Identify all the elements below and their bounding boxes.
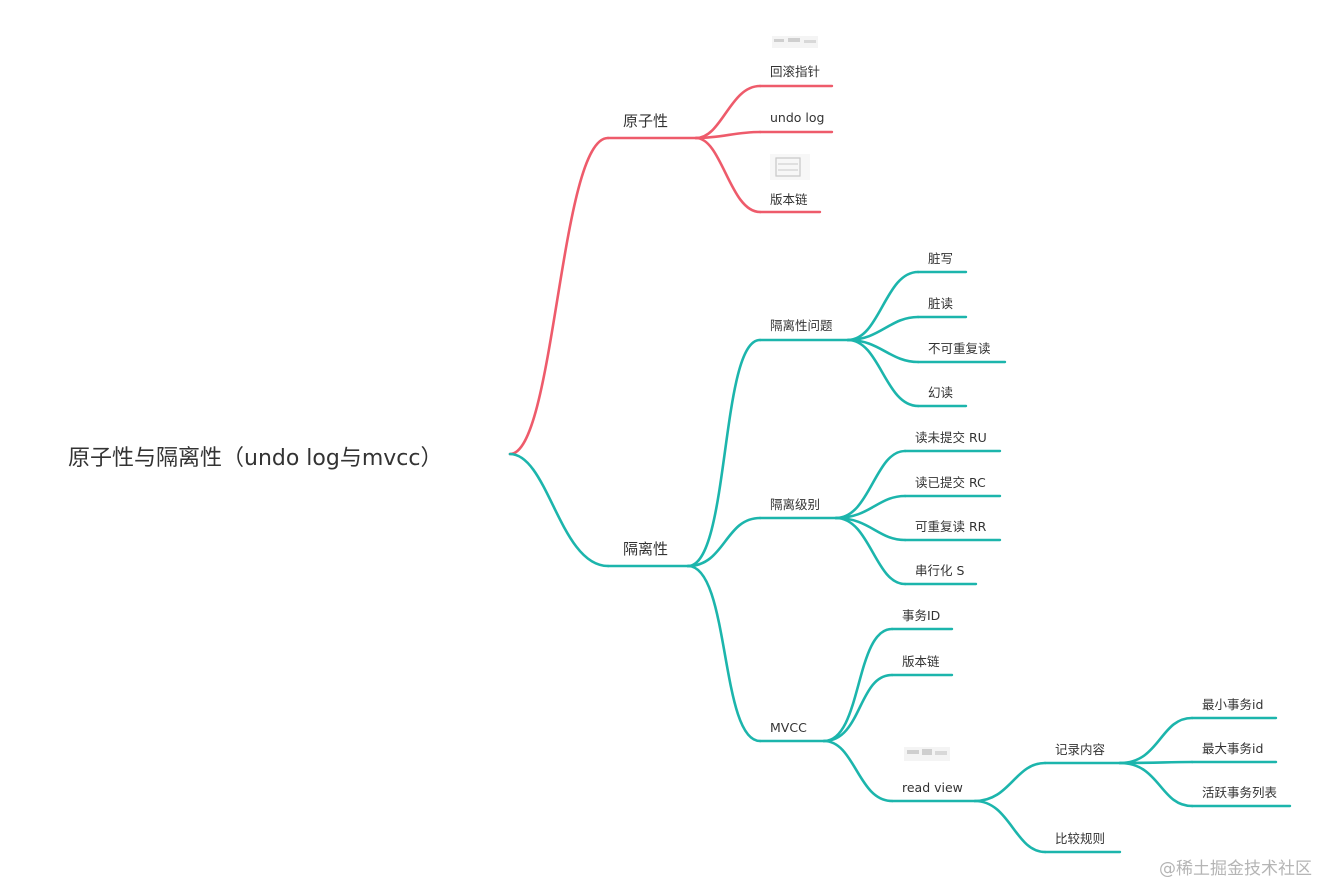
node-min-txid: 最小事务id bbox=[1202, 697, 1263, 712]
node-max-txid: 最大事务id bbox=[1202, 741, 1263, 756]
edge-levels-s bbox=[834, 516, 907, 586]
node-isolation-problems: 隔离性问题 bbox=[770, 318, 833, 333]
root-title: 原子性与隔离性（undo log与mvcc） bbox=[68, 446, 442, 471]
edge-atomicity-versionchain bbox=[694, 136, 762, 214]
node-read-committed: 读已提交 RC bbox=[915, 475, 986, 490]
node-isolation: 隔离性 bbox=[623, 540, 668, 558]
edge-mvcc-readview bbox=[822, 739, 894, 803]
isolation-branch bbox=[508, 270, 1292, 854]
node-read-uncommitted: 读未提交 RU bbox=[915, 430, 987, 445]
edge-atomicity-rollback bbox=[694, 84, 762, 140]
edge-problems-phantom bbox=[846, 338, 920, 408]
edge-mvcc-versionchain bbox=[822, 673, 894, 743]
edge-mvcc-txid bbox=[822, 627, 894, 743]
edge-isolation-problems bbox=[686, 338, 762, 568]
node-version-chain-atomicity: 版本链 bbox=[770, 192, 808, 207]
node-version-chain-mvcc: 版本链 bbox=[902, 654, 940, 669]
node-active-tx-list: 活跃事务列表 bbox=[1202, 785, 1278, 800]
node-transaction-id: 事务ID bbox=[902, 608, 940, 623]
node-compare-rule: 比较规则 bbox=[1055, 831, 1105, 846]
edge-root-isolation bbox=[508, 452, 610, 568]
node-atomicity: 原子性 bbox=[623, 112, 668, 130]
edge-isolation-levels bbox=[686, 516, 762, 568]
node-read-view: read view bbox=[902, 780, 963, 795]
node-record-content: 记录内容 bbox=[1055, 742, 1105, 757]
image-thumb-atomicity-top bbox=[772, 36, 818, 48]
image-thumb-readview bbox=[904, 747, 950, 761]
node-serializable: 串行化 S bbox=[915, 563, 964, 578]
node-mvcc: MVCC bbox=[770, 720, 807, 735]
edge-problems-dirtywrite bbox=[846, 270, 920, 342]
node-non-repeatable-read: 不可重复读 bbox=[928, 341, 991, 356]
edge-record-maxid bbox=[1118, 760, 1194, 765]
edge-root-atomicity bbox=[508, 136, 610, 456]
edge-record-minid bbox=[1118, 716, 1194, 765]
node-repeatable-read: 可重复读 RR bbox=[915, 519, 987, 534]
edge-record-active bbox=[1118, 761, 1194, 808]
edge-levels-ru bbox=[834, 449, 907, 520]
node-isolation-levels: 隔离级别 bbox=[770, 497, 820, 512]
watermark: @稀土掘金技术社区 bbox=[1159, 859, 1312, 879]
node-phantom-read: 幻读 bbox=[928, 385, 953, 400]
image-thumb-versionchain bbox=[770, 154, 810, 180]
node-rollback-pointer: 回滚指针 bbox=[770, 64, 820, 79]
edge-atomicity-undolog bbox=[694, 130, 762, 140]
node-dirty-write: 脏写 bbox=[928, 251, 953, 266]
node-undo-log: undo log bbox=[770, 110, 824, 125]
atomicity-branch bbox=[508, 84, 834, 456]
edge-isolation-mvcc bbox=[686, 564, 762, 743]
node-dirty-read: 脏读 bbox=[928, 296, 953, 311]
edge-readview-record bbox=[973, 761, 1047, 803]
edge-readview-compare bbox=[973, 799, 1047, 854]
